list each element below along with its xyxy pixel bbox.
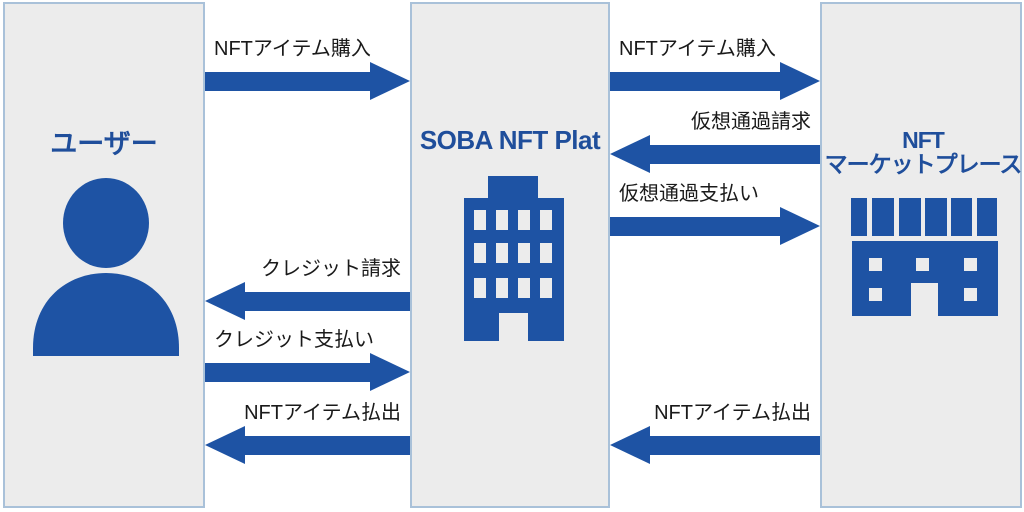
arrow-right-icon bbox=[205, 62, 410, 100]
arrow-left-icon bbox=[205, 282, 410, 320]
flow-label: NFTアイテム払出 bbox=[244, 402, 401, 424]
person-icon bbox=[31, 176, 181, 361]
flow-label: クレジット請求 bbox=[261, 258, 401, 280]
arrow-right-icon bbox=[205, 353, 410, 391]
store-icon bbox=[851, 198, 999, 321]
arrow-right-icon bbox=[610, 207, 820, 245]
flow-credit-request: クレジット請求 bbox=[205, 258, 410, 320]
actor-box-marketplace: NFT マーケットプレース bbox=[820, 2, 1022, 508]
flow-virtual-currency-payment: 仮想通過支払い bbox=[610, 183, 820, 245]
flow-nft-item-payout-left: NFTアイテム払出 bbox=[205, 402, 410, 464]
actor-title-marketplace: NFT マーケットプレース bbox=[812, 128, 1024, 176]
flow-label: NFTアイテム払出 bbox=[654, 402, 811, 424]
flow-nft-item-purchase-right: NFTアイテム購入 bbox=[610, 38, 820, 100]
actor-box-platform: SOBA NFT Plat bbox=[410, 2, 610, 508]
flow-nft-item-payout-right: NFTアイテム払出 bbox=[610, 402, 820, 464]
flow-label: NFTアイテム購入 bbox=[619, 38, 776, 60]
flow-nft-item-purchase-left: NFTアイテム購入 bbox=[205, 38, 410, 100]
flow-virtual-currency-request: 仮想通過請求 bbox=[610, 111, 820, 173]
arrow-left-icon bbox=[610, 135, 820, 173]
flow-group-platform-marketplace: NFTアイテム購入 仮想通過請求 仮想通過支払い NFTアイテム払出 bbox=[610, 0, 820, 512]
actor-title-user: ユーザー bbox=[50, 129, 158, 159]
arrow-left-icon bbox=[205, 426, 410, 464]
actor-title-platform: SOBA NFT Plat bbox=[419, 125, 601, 155]
actor-title-marketplace-line1: NFT bbox=[902, 127, 945, 153]
flow-label: NFTアイテム購入 bbox=[214, 38, 371, 60]
flow-credit-payment: クレジット支払い bbox=[205, 329, 410, 391]
building-icon bbox=[464, 176, 564, 346]
flow-group-user-platform: NFTアイテム購入 クレジット請求 クレジット支払い NFTアイテム払出 bbox=[205, 0, 410, 512]
actor-box-user: ユーザー bbox=[3, 2, 205, 508]
arrow-left-icon bbox=[610, 426, 820, 464]
flow-label: 仮想通過支払い bbox=[619, 183, 759, 205]
arrow-right-icon bbox=[610, 62, 820, 100]
actor-title-marketplace-line2: マーケットプレース bbox=[824, 151, 1023, 177]
flow-label: 仮想通過請求 bbox=[691, 111, 811, 133]
flow-label: クレジット支払い bbox=[214, 329, 374, 351]
